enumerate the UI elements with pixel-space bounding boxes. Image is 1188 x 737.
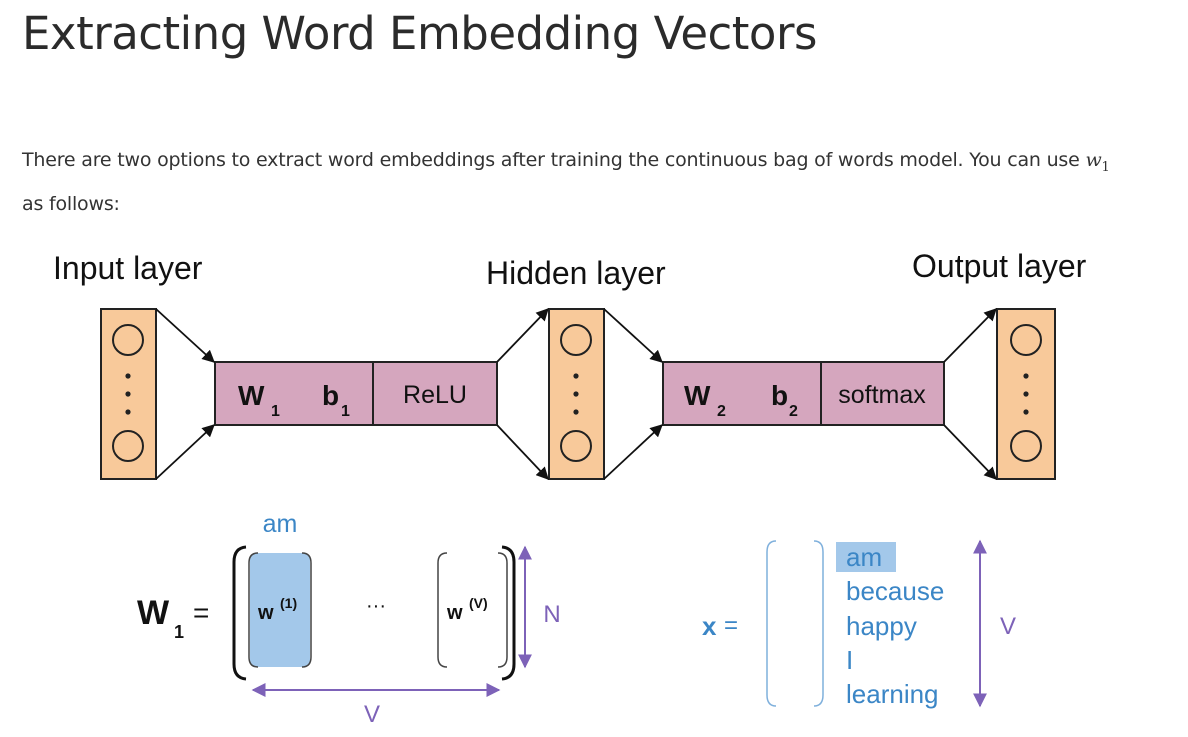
block-2: W 2 b 2 softmax (662, 361, 945, 426)
block-1: W 1 b 1 ReLU (214, 361, 498, 426)
block2-weight-sub: 2 (717, 403, 726, 420)
matrix-width-label: V (364, 701, 380, 728)
vector-word-4: learning (846, 679, 939, 709)
input-layer-nodes (100, 308, 157, 480)
vector-equals: = (724, 612, 738, 639)
matrix-col1-sup: (1) (280, 595, 297, 611)
vector-word-1: because (846, 576, 944, 606)
block2-bias: b (771, 380, 788, 411)
block2-bias-sub: 2 (789, 403, 798, 420)
output-layer-nodes (996, 308, 1056, 480)
matrix-highlight-word: am (263, 510, 298, 538)
vector-word-highlight (836, 542, 896, 572)
intro-text: There are two options to extract word em… (22, 149, 1080, 171)
intro-paragraph: There are two options to extract word em… (22, 142, 1182, 222)
page-title: Extracting Word Embedding Vectors (22, 7, 817, 60)
block1-weight-sub: 1 (271, 403, 280, 420)
vector-size-label: V (1000, 613, 1016, 640)
block2-weight: W (684, 380, 711, 411)
matrix-label: W (137, 594, 170, 632)
hidden-layer-nodes (548, 308, 605, 480)
matrix-colV-sup: (V) (469, 595, 488, 611)
intro-tail: as follows: (22, 192, 120, 215)
vector-word-3: I (846, 645, 853, 675)
block1-bias: b (322, 380, 339, 411)
matrix-ellipsis: ··· (366, 595, 386, 617)
x-vector: x = am because happy I learning V (702, 539, 1016, 709)
connection-arrows (155, 308, 997, 480)
block2-activation: softmax (838, 381, 926, 409)
matrix-equals: = (193, 597, 209, 628)
vector-label: x (702, 611, 717, 641)
matrix-label-sub: 1 (174, 622, 184, 642)
intro-math: w1 (1085, 149, 1110, 175)
input-layer-label: Input layer (53, 250, 203, 286)
block1-weight: W (238, 380, 265, 411)
vector-word-2: happy (846, 611, 917, 641)
output-layer-label: Output layer (912, 248, 1087, 284)
vector-word-0: am (846, 542, 882, 572)
hidden-layer-label: Hidden layer (486, 255, 666, 291)
w1-matrix: am W 1 = w (1) ··· w (V) N V (137, 510, 561, 728)
matrix-column-highlight (250, 553, 310, 667)
block1-activation: ReLU (403, 381, 467, 409)
matrix-col1: w (257, 602, 274, 624)
block1-bias-sub: 1 (341, 403, 350, 420)
matrix-height-label: N (543, 601, 560, 628)
matrix-colV: w (446, 602, 463, 624)
